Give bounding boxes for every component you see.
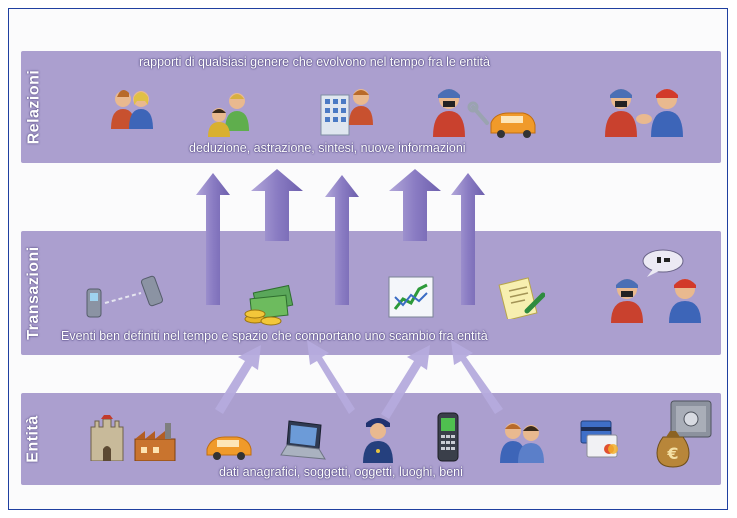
arrows-layer bbox=[196, 169, 503, 419]
diagram-frame: Relazioni rapporti di qualsiasi genere c… bbox=[8, 8, 728, 510]
family-icon bbox=[208, 93, 249, 137]
relazioni-caption-top: rapporti di qualsiasi genere che evolvon… bbox=[139, 55, 490, 69]
credit-cards-icon bbox=[580, 420, 618, 458]
transazioni-caption: Eventi ben definiti nel tempo e spazio c… bbox=[61, 329, 488, 343]
people-icon bbox=[500, 423, 544, 463]
mobile-phone-icon bbox=[437, 412, 459, 462]
up-arrow bbox=[325, 175, 359, 305]
diagonal-arrow bbox=[451, 340, 503, 414]
castle-icon bbox=[90, 415, 124, 461]
contract-icon bbox=[498, 277, 545, 319]
money-bag-safe-icon: € bbox=[656, 400, 712, 468]
couple-icon bbox=[111, 90, 153, 129]
office-building-icon bbox=[320, 89, 373, 136]
car-icon bbox=[206, 436, 252, 460]
up-arrow bbox=[451, 173, 485, 305]
band-transazioni: Transazioni Eventi ben definiti nel temp… bbox=[21, 231, 721, 355]
svg-text:€: € bbox=[666, 444, 678, 463]
band-relazioni: Relazioni rapporti di qualsiasi genere c… bbox=[21, 51, 721, 163]
laptop-icon bbox=[280, 420, 326, 460]
handshake-icon bbox=[605, 89, 683, 137]
up-arrow bbox=[196, 173, 230, 305]
chat-people-icon bbox=[611, 249, 701, 323]
entita-caption: dati anagrafici, soggetti, oggetti, luog… bbox=[219, 465, 463, 479]
relazioni-caption-bottom: deduzione, astrazione, sintesi, nuove in… bbox=[189, 141, 466, 155]
diagonal-arrow bbox=[381, 345, 430, 419]
money-icon bbox=[244, 284, 294, 326]
stock-chart-icon bbox=[388, 276, 434, 318]
police-officer-icon bbox=[363, 418, 393, 463]
band-entita: Entità dati anagrafici, soggetti, oggett… bbox=[21, 393, 721, 485]
up-arrow-wide bbox=[251, 169, 303, 241]
mechanic-tools-car-icon bbox=[433, 89, 536, 138]
factory-icon bbox=[134, 423, 176, 461]
phone-call-icon bbox=[86, 275, 164, 318]
diagonal-arrow bbox=[307, 340, 355, 414]
diagonal-arrow bbox=[215, 345, 261, 414]
up-arrow-wide bbox=[389, 169, 441, 241]
